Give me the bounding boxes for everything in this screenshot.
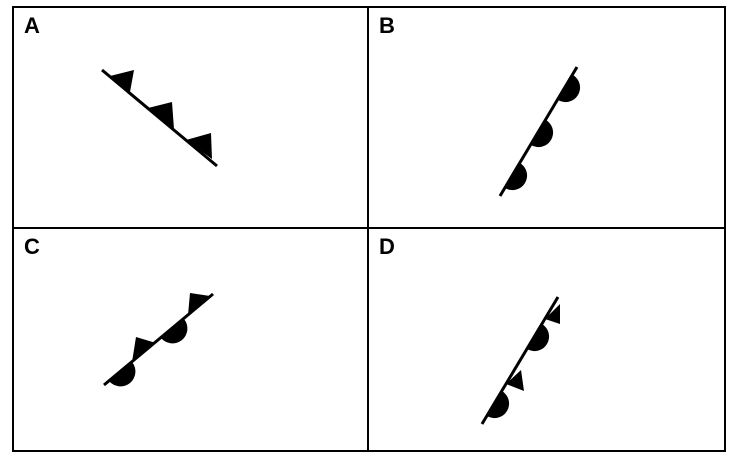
front-line [103,292,214,387]
panel-label-c: C [24,234,40,259]
triangle-marker [188,293,210,315]
front-symbol-grid: A B C D [12,6,726,452]
semicircle-marker [558,75,581,103]
panel-d: D [369,229,724,450]
panel-label-d: D [379,234,395,259]
semicircle-marker [505,163,528,191]
occluded-front-symbol-c [103,292,214,387]
triangle-marker [545,304,560,324]
panel-c: C [14,229,369,450]
semicircle-marker [487,391,510,419]
panel-b: B [369,8,724,229]
occluded-front-symbol-d [480,296,560,425]
cold-front-symbol [101,68,218,168]
semicircle-marker [531,120,554,148]
front-line [480,296,560,425]
panel-a: A [14,8,369,229]
triangle-marker [186,133,212,159]
semicircle-marker [161,319,188,344]
panel-label-b: B [379,13,395,38]
front-line [101,68,218,168]
semicircle-marker [109,362,136,387]
triangle-marker [110,70,134,92]
semicircle-marker [527,324,550,352]
triangle-marker [506,370,524,391]
triangle-marker [148,102,174,129]
front-line [498,66,579,197]
panel-label-a: A [24,13,40,38]
warm-front-symbol [498,66,581,197]
triangle-marker [132,337,156,362]
